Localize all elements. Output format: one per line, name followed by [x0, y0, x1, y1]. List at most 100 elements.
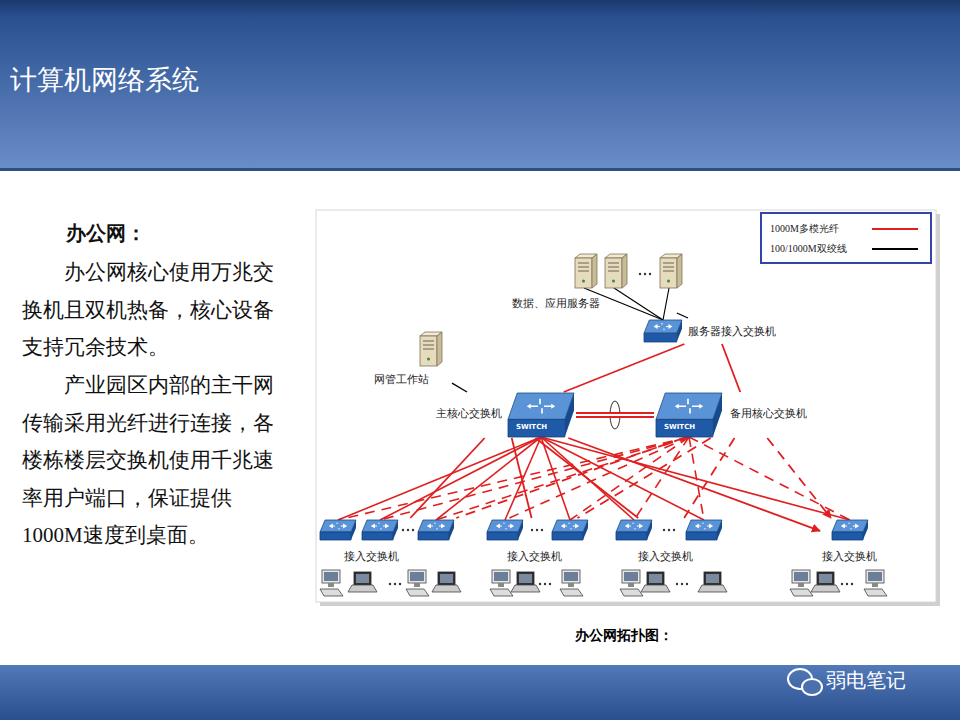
switch-front: [418, 532, 449, 540]
switch-side: [717, 520, 722, 540]
switch-front: [362, 532, 393, 540]
legend-sample: [870, 221, 920, 237]
screen: [410, 572, 424, 581]
monitor: [492, 570, 510, 583]
node-label: 备用核心交换机: [730, 406, 807, 421]
fiber-link: [577, 438, 710, 518]
switch-top: [508, 393, 574, 419]
node-label: 接入交换机: [507, 549, 562, 564]
power-led: [427, 358, 430, 361]
monitor-stand: [798, 583, 804, 587]
switch-side: [583, 520, 588, 540]
switch-icon: [418, 520, 454, 540]
keyboard: [560, 589, 583, 596]
drive-bay: [578, 263, 589, 264]
switch-top: [320, 520, 356, 532]
ellipsis-dot: [673, 529, 675, 531]
switch-front: [487, 532, 518, 540]
switch-side: [518, 520, 523, 540]
switch-arrows: [657, 323, 670, 330]
screen: [868, 572, 882, 581]
switch-icon: [616, 520, 652, 540]
monitor: [622, 570, 640, 583]
legend-text: 100/1000M双绞线: [770, 242, 847, 256]
fiber-link: [380, 437, 541, 520]
fiber-link: [568, 438, 820, 531]
ellipsis-dot: [544, 583, 546, 585]
switch-icon: [832, 520, 868, 540]
laptop-icon: [698, 572, 727, 592]
switch-arrows: [564, 523, 576, 530]
switch-icon: [320, 520, 356, 540]
switch-side: [351, 520, 356, 540]
ellipsis-dot: [639, 273, 641, 275]
ellipsis-dot: [676, 583, 678, 585]
copper-link: [663, 288, 669, 320]
node-label: 接入交换机: [638, 549, 693, 564]
fiber-link: [767, 438, 831, 518]
server-access-switch: 服务器接入交换机: [642, 318, 792, 344]
drive-bay: [423, 349, 434, 350]
access-switch-group: 接入交换机: [820, 518, 880, 566]
ellipsis-dot: [541, 529, 543, 531]
switch-side: [863, 520, 868, 540]
wechat-logo: [802, 679, 822, 695]
switch-arrowheads: [329, 524, 347, 529]
monitor-stand: [568, 583, 574, 587]
legend-row: 1000M多模光纤: [762, 221, 930, 237]
footer-bar: [0, 665, 960, 720]
laptop-icon: [511, 572, 540, 592]
switch-arrowheads: [561, 524, 579, 529]
drive-bay: [608, 267, 619, 268]
switch-icon: [362, 520, 398, 540]
server-front: [605, 258, 622, 288]
switch-front: [832, 532, 863, 540]
ellipsis-dot: [549, 583, 551, 585]
switch-arrows: [628, 523, 640, 530]
screen: [356, 574, 369, 583]
laptop-base: [348, 585, 377, 592]
fiber-link-backup: [338, 437, 689, 520]
ellipsis-dot: [407, 529, 409, 531]
switch-top: [418, 520, 454, 532]
drive-bay: [663, 271, 674, 272]
switch-front: [552, 532, 583, 540]
ellipsis-dot: [851, 583, 853, 585]
fiber-link-backup: [689, 437, 850, 520]
monitor: [562, 570, 580, 583]
laptop-base: [698, 585, 727, 592]
fiber-link: [512, 438, 532, 518]
switch-front: [320, 532, 351, 540]
monitor-stand: [628, 583, 634, 587]
drive-bay: [423, 341, 434, 342]
node-label: 接入交换机: [344, 549, 399, 564]
trunk-gap: [576, 414, 654, 416]
server-side: [437, 332, 442, 366]
legend-row: 100/1000M双绞线: [762, 241, 930, 257]
drive-bay: [663, 267, 674, 268]
laptop-lid: [817, 572, 834, 585]
laptop-lid: [517, 572, 534, 585]
switch-side: [713, 393, 722, 437]
server-icon: [420, 332, 442, 366]
switch-icon: [552, 520, 588, 540]
ellipsis-dot: [412, 529, 414, 531]
switch-top: [644, 320, 682, 333]
switch-top: [686, 520, 722, 532]
pc-icon: [560, 570, 583, 596]
server-front: [575, 258, 592, 288]
drive-bay: [608, 271, 619, 272]
switch-arrows: [530, 399, 552, 414]
node-label: 数据、应用服务器: [512, 296, 600, 311]
switch-arrowheads: [654, 324, 673, 329]
laptop-base: [811, 585, 840, 592]
switch-arrowheads: [695, 524, 713, 529]
switch-arrows: [332, 523, 344, 530]
diagram-panel: [316, 210, 936, 602]
server-side: [592, 254, 597, 288]
switch-icon: [508, 393, 574, 437]
server-icon: [660, 254, 682, 288]
